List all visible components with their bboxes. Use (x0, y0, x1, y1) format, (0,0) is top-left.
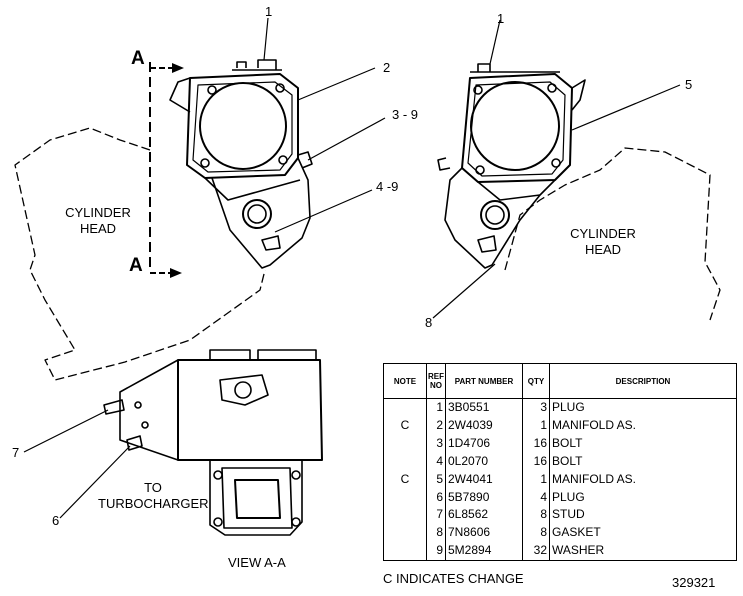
cell-qty: 4 (522, 488, 550, 507)
leader-7 (23, 409, 109, 453)
to-turbo-line2: TURBOCHARGER (98, 496, 209, 511)
cell-desc: STUD (549, 506, 737, 525)
leader-8 (432, 263, 496, 319)
header-part-number: PART NUMBER (445, 363, 523, 399)
cylinder-head-right-line2: HEAD (584, 242, 622, 257)
leader-1-right (489, 19, 501, 65)
cell-qty: 3 (522, 398, 550, 417)
cylinder-head-outline-left (14, 127, 266, 381)
manifold-flange-left (186, 73, 299, 179)
callout-1-right: 1 (497, 11, 505, 26)
cell-note (383, 434, 427, 453)
callout-8: 8 (425, 315, 433, 330)
header-qty: QTY (522, 363, 550, 399)
cell-qty: 32 (522, 542, 550, 562)
cell-ref: 3 (426, 434, 446, 453)
cell-part: 6L8562 (445, 506, 523, 525)
cell-desc: GASKET (549, 524, 737, 543)
cell-note (383, 452, 427, 471)
cell-part: 2W4041 (445, 470, 523, 489)
cell-part: 0L2070 (445, 452, 523, 471)
cell-ref: 9 (426, 542, 446, 562)
cell-desc: BOLT (549, 452, 737, 471)
cell-ref: 6 (426, 488, 446, 507)
cell-qty: 8 (522, 524, 550, 543)
to-turbo-line1: TO (144, 480, 162, 495)
cell-part: 5M2894 (445, 542, 523, 562)
cell-qty: 1 (522, 416, 550, 435)
cell-ref: 7 (426, 506, 446, 525)
callout-3-9: 3 - 9 (392, 107, 419, 122)
cell-note (383, 398, 427, 417)
cell-ref: 2 (426, 416, 446, 435)
leader-5 (571, 84, 681, 131)
cell-ref: 8 (426, 524, 446, 543)
callout-5: 5 (685, 77, 693, 92)
cell-note: C (383, 416, 427, 435)
cell-qty: 8 (522, 506, 550, 525)
cylinder-head-left-line1: CYLINDER (65, 205, 131, 220)
leader-2 (297, 67, 376, 101)
section-a-bottom-label: A (129, 255, 143, 276)
cell-part: 2W4039 (445, 416, 523, 435)
header-description: DESCRIPTION (549, 363, 737, 399)
parts-table-header: NOTE REF NO PART NUMBER QTY DESCRIPTION (383, 363, 737, 399)
leader-1-left (263, 17, 269, 61)
leader-6 (59, 445, 131, 519)
cell-part: 3B0551 (445, 398, 523, 417)
cell-qty: 16 (522, 452, 550, 471)
legend-note: C INDICATES CHANGE (383, 571, 524, 586)
leader-3-9 (307, 117, 386, 161)
cylinder-head-left-line2: HEAD (79, 221, 117, 236)
cell-part: 7N8606 (445, 524, 523, 543)
cell-desc: WASHER (549, 542, 737, 562)
cell-part: 5B7890 (445, 488, 523, 507)
cell-qty: 1 (522, 470, 550, 489)
cell-note (383, 524, 427, 543)
cylinder-head-right-line1: CYLINDER (570, 226, 636, 241)
cell-qty: 16 (522, 434, 550, 453)
cylinder-head-outline-right (504, 147, 721, 321)
cell-note (383, 488, 427, 507)
cell-note (383, 542, 427, 562)
cell-ref: 5 (426, 470, 446, 489)
callout-1-left: 1 (265, 4, 273, 19)
cell-ref: 4 (426, 452, 446, 471)
cell-ref: 1 (426, 398, 446, 417)
cell-note (383, 506, 427, 525)
cell-desc: PLUG (549, 488, 737, 507)
leader-4-9 (274, 189, 373, 233)
parts-table: NOTE REF NO PART NUMBER QTY DESCRIPTION … (383, 363, 737, 562)
cell-desc: BOLT (549, 434, 737, 453)
cell-part: 1D4706 (445, 434, 523, 453)
view-aa-label: VIEW A-A (228, 555, 286, 570)
callout-4-9: 4 -9 (376, 179, 399, 194)
header-ref: REF NO (426, 363, 446, 399)
manifold-flange-right (461, 73, 573, 183)
drawing-number: 329321 (672, 575, 716, 590)
callout-2: 2 (383, 60, 391, 75)
header-note: NOTE (383, 363, 427, 399)
callout-7: 7 (12, 445, 20, 460)
callout-6: 6 (52, 513, 60, 528)
cell-note: C (383, 470, 427, 489)
view-aa-body (177, 359, 323, 461)
cell-desc: MANIFOLD AS. (549, 416, 737, 435)
cell-desc: MANIFOLD AS. (549, 470, 737, 489)
section-a-top-label: A (131, 48, 145, 69)
cell-desc: PLUG (549, 398, 737, 417)
